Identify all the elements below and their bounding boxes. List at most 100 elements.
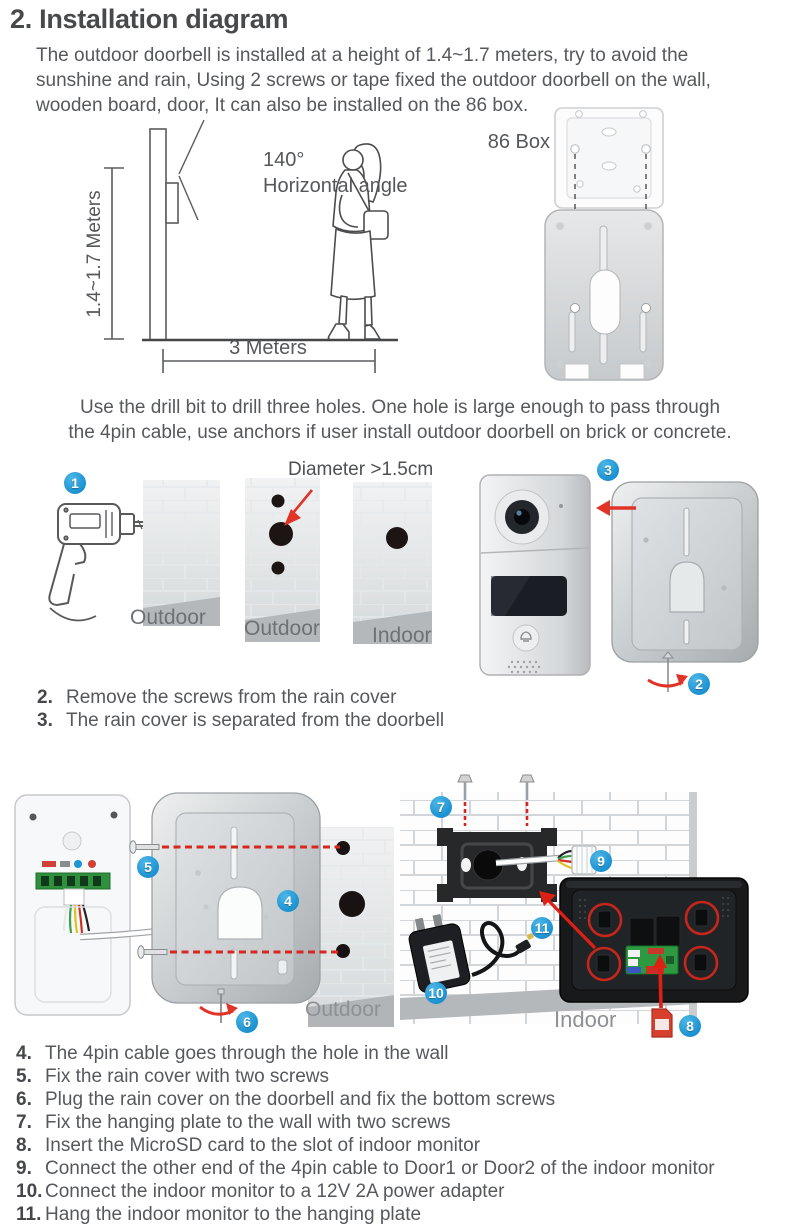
adapter-cord [471,921,535,977]
back-label-icons [42,860,96,868]
diameter-arrow [284,489,314,526]
wall-panel-outdoor-holes [245,478,320,642]
hook-slots [586,900,720,982]
step-9-number: 9. [16,1158,32,1179]
callout-1: 1 [64,472,86,494]
mounting-height-diagram [104,119,398,373]
step-8-text: Insert the MicroSD card to the slot of i… [45,1135,481,1156]
terminal-pins [41,876,101,886]
doorbell-front-illustration [479,474,591,676]
angle-value-label: 140° [263,149,305,171]
height-range-label: 1.4~1.7 Meters [84,190,105,318]
power-adapter-illustration [408,913,471,993]
step-4: 4. The 4pin cable goes through the hole … [16,1042,715,1065]
microsd-insert-arrow [653,954,667,1009]
rain-cover-front-illustration [611,481,759,663]
step-6: 6. Plug the rain cover on the doorbell a… [16,1088,715,1111]
step-2-number: 2. [37,687,53,708]
wall-label-outdoor-2: Outdoor [244,617,320,640]
plate-screws [457,774,535,826]
step-3: 3. The rain cover is separated from the … [37,709,444,732]
monitor-speaker-holes [578,896,730,920]
callout-5: 5 [137,856,159,878]
drill-holes-diagram [48,478,432,644]
step-5-number: 5. [16,1066,32,1087]
step-10-number: 10. [16,1181,43,1202]
height-dimension-line [104,167,124,340]
callout-8: 8 [679,1015,701,1037]
callout-4: 4 [277,890,299,912]
86-box-diagram [544,107,664,381]
step-11-number: 11. [16,1204,42,1225]
wall-illustration [149,128,179,341]
doorbell-raincover-diagram [479,474,759,692]
4pin-cable-connector [495,845,597,875]
callout-6: 6 [236,1011,258,1033]
step-7: 7. Fix the hanging plate to the wall wit… [16,1111,715,1134]
mount-outdoor-label: Outdoor [305,998,381,1021]
drill-note-line-2: the 4pin cable, use anchors if user inst… [68,422,732,443]
callout-10: 10 [425,982,447,1004]
step-8-number: 8. [16,1135,32,1156]
indoor-monitor-back-illustration [559,877,749,1003]
intro-line-2: sunshine and rain, Using 2 screws or tap… [36,70,711,91]
person-illustration [327,143,389,341]
step-2-text: Remove the screws from the rain cover [66,687,397,708]
step-6-text: Plug the rain cover on the doorbell and … [45,1089,556,1110]
distance-label: 3 Meters [229,337,307,359]
distance-dimension-line [162,349,376,373]
step-8: 8. Insert the MicroSD card to the slot o… [16,1134,715,1157]
microsd-card-illustration [651,1008,673,1038]
step-9-text: Connect the other end of the 4pin cable … [45,1158,715,1179]
bottom-screw-rotation [199,988,238,1023]
step-5-text: Fix the rain cover with two screws [45,1066,330,1087]
hang-monitor-arrow [539,891,597,950]
86-box-label: 86 Box [487,131,550,153]
viewing-angle-lines [178,119,205,221]
angle-caption-label: Horizontal angle [263,175,408,197]
outdoor-mounting-diagram [14,792,394,1027]
drill-note-line-1: Use the drill bit to drill three holes. … [79,397,721,418]
doorbell-back-illustration [14,794,131,1016]
mount-indoor-label: Indoor [554,1007,617,1032]
step-7-number: 7. [16,1112,32,1133]
separate-arrow [596,500,636,516]
callout-11: 11 [531,917,553,939]
wall-panel-outdoor-blank [143,480,220,626]
step-11: 11. Hang the indoor monitor to the hangi… [16,1203,715,1226]
step-3-number: 3. [37,710,53,731]
step-10: 10. Connect the indoor monitor to a 12V … [16,1180,715,1203]
callout-9: 9 [590,850,612,872]
steps-2-3: 2. Remove the screws from the rain cover… [37,686,444,732]
wall-label-indoor: Indoor [372,624,432,647]
callout-2: 2 [688,673,710,695]
screw-guide-dashed-lines [162,845,340,954]
bottom-screw-illustration [647,651,688,692]
step-7-text: Fix the hanging plate to the wall with t… [45,1112,451,1133]
step-3-text: The rain cover is separated from the doo… [66,710,445,731]
hanging-plate-illustration [544,209,664,381]
intro-line-1: The outdoor doorbell is installed at a h… [36,45,689,66]
step-4-number: 4. [16,1043,32,1064]
callout-3: 3 [597,459,619,481]
speaker-holes [507,660,541,674]
outdoor-wall-illustration [308,827,394,1027]
step-4-text: The 4pin cable goes through the hole in … [45,1043,449,1064]
page-title: 2. Installation diagram [10,4,289,34]
step-9: 9. Connect the other end of the 4pin cab… [16,1157,715,1180]
step-10-text: Connect the indoor monitor to a 12V 2A p… [45,1181,505,1202]
callout-7: 7 [430,796,452,818]
wall-label-outdoor-1: Outdoor [130,606,206,629]
step-5: 5. Fix the rain cover with two screws [16,1065,715,1088]
diameter-note-label: Diameter >1.5cm [288,459,434,480]
monitor-pcb [625,945,679,975]
intro-line-3: wooden board, door, It can also be insta… [36,95,529,116]
indoor-mounting-diagram [400,774,749,1038]
step-6-number: 6. [16,1089,32,1110]
steps-4-11: 4. The 4pin cable goes through the hole … [16,1042,715,1226]
86-box-illustration [554,107,664,209]
step-11-text: Hang the indoor monitor to the hanging p… [45,1204,422,1225]
cover-screws [129,840,168,959]
wall-panel-indoor [353,482,432,644]
